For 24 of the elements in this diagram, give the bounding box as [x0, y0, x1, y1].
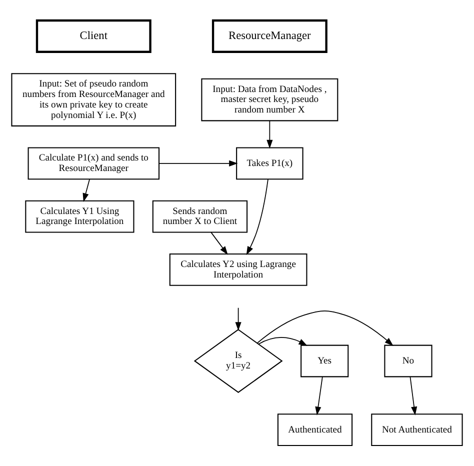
- arrow: [158, 160, 238, 166]
- node-box: Yes: [300, 344, 349, 378]
- arrow: [266, 120, 273, 149]
- node-box: Client: [36, 19, 152, 53]
- node-box: Sends random number X to Client: [152, 200, 248, 233]
- node-box: Input: Set of pseudo random numbers from ResourceManager and its own private key to create polynomial Y i.e. P(x): [11, 73, 176, 126]
- arrow: [246, 178, 268, 256]
- node-box: No: [384, 344, 432, 378]
- arrow: [258, 337, 308, 346]
- arrow: [410, 376, 418, 416]
- node-box: Calculate P1(x) and sends to ResourceManager: [28, 147, 160, 180]
- arrow: [256, 310, 394, 346]
- arrow: [210, 232, 228, 255]
- node-box: Takes P1(x): [236, 147, 304, 180]
- node-box: Not Authenticated: [371, 414, 463, 446]
- arrow: [82, 178, 90, 202]
- node-box: ResourceManager: [212, 19, 328, 53]
- node-diamond: Is y1=y2: [194, 328, 283, 393]
- arrow: [315, 376, 323, 416]
- node-box: Input: Data from DataNodes , master secret key, pseudo random number X: [201, 78, 338, 122]
- arrow: [235, 307, 242, 331]
- node-box: Calculates Y1 Using Lagrange Interpolation: [25, 200, 134, 233]
- node-box: Authenticated: [277, 414, 353, 446]
- node-box: Calculates Y2 using Lagrange Interpolation: [169, 254, 308, 286]
